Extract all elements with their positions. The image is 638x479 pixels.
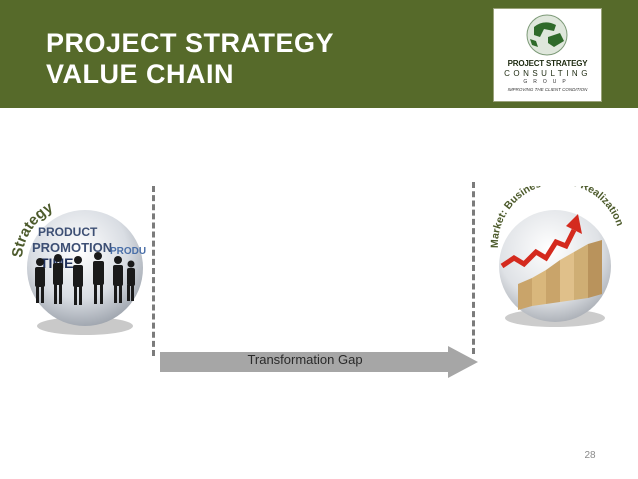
logo-consulting: CONSULTING [494,69,601,78]
market-sphere: Market: Business Value Realization [480,186,630,336]
slide-title: PROJECT STRATEGY VALUE CHAIN [46,28,334,90]
sphere-word: PRODUCT [38,225,98,239]
transformation-gap-label: Transformation Gap [160,352,450,367]
title-line-2: VALUE CHAIN [46,59,334,90]
logo-group: GROUP [494,79,601,85]
title-banner: PROJECT STRATEGY VALUE CHAIN PROJECT STR… [0,0,638,108]
page-number: 28 [575,450,605,461]
sphere-word: PRODU [110,246,146,257]
right-dashed-divider [472,182,475,354]
left-dashed-divider [152,186,155,356]
logo-name: PROJECT STRATEGY [494,59,601,68]
company-logo: PROJECT STRATEGY CONSULTING GROUP IMPROV… [494,9,601,101]
globe-icon [494,9,601,61]
logo-tagline: IMPROVING THE CLIENT CONDITION [494,87,601,92]
title-line-1: PROJECT STRATEGY [46,28,334,59]
strategy-sphere: PRODUCT PROMOTION TIME PRODU Strategy [10,196,160,341]
